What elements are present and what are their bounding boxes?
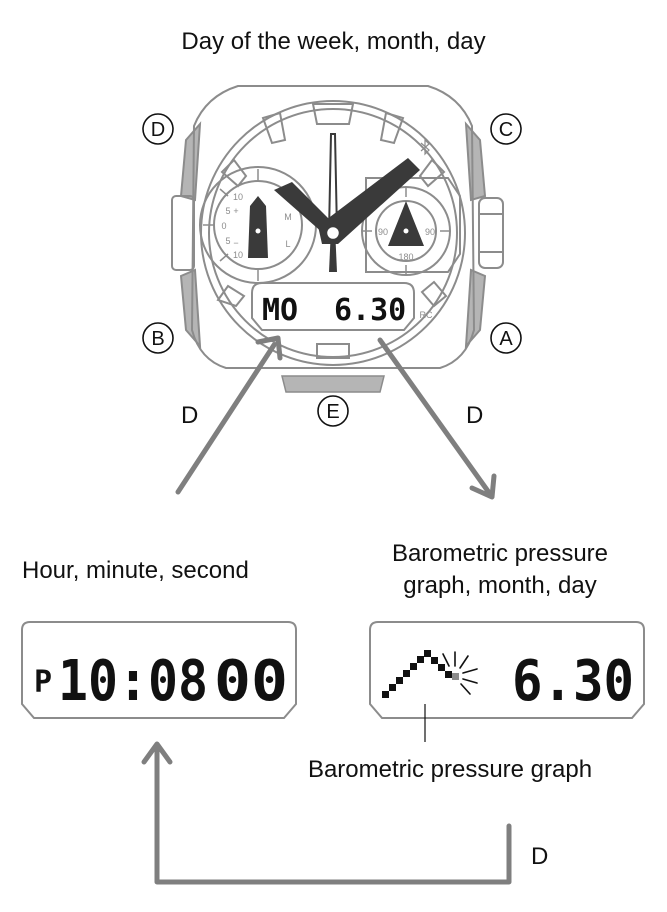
marker-1 (379, 111, 405, 145)
right-mark-90-left: 90 (378, 227, 388, 237)
watch-case (190, 85, 476, 369)
marker-4 (420, 280, 448, 308)
left-mark-5-top: 5 (225, 206, 230, 216)
right-upper-guard (464, 121, 487, 202)
pressure-graph-current-point (452, 673, 459, 680)
watch (171, 85, 504, 369)
right-subdial-hand (388, 201, 424, 246)
bluetooth-icon (420, 138, 430, 156)
left-mark-0: 0 (221, 221, 226, 231)
subdial-ticks (203, 169, 450, 281)
arrow-to-pressure (377, 337, 493, 497)
button-c-label: C (499, 119, 513, 141)
left-mark-plus: + (233, 206, 238, 216)
arrow-to-watch (175, 342, 277, 495)
button-c-circle[interactable] (490, 113, 522, 145)
mode-mark-l: L (285, 239, 290, 249)
right-mark-90-right: 90 (425, 227, 435, 237)
button-e-label: E (326, 401, 339, 423)
button-b-circle[interactable] (142, 322, 174, 354)
lcd-window (251, 282, 415, 331)
button-d-label: D (151, 119, 165, 141)
left-side-button (171, 195, 195, 271)
pressure-graph (382, 650, 452, 698)
right-screen-caption-line2: graph, month, day (403, 572, 597, 599)
button-a-label: A (499, 328, 513, 350)
flow-arrows (141, 335, 512, 885)
transition-label-right: D (466, 402, 484, 429)
hour-hand-right (318, 158, 420, 244)
watch-lcd-day: MO (262, 293, 298, 328)
left-lcd-time: 10:08 (58, 649, 208, 714)
left-lcd-pm-indicator: P (34, 665, 52, 700)
watch-lcd: MO 6.30 (262, 293, 406, 328)
button-b-label: B (151, 328, 164, 350)
blink-rays (442, 651, 478, 695)
right-screen-caption-line1: Barometric pressure (391, 540, 609, 567)
diagram-title: Day of the week, month, day (181, 28, 486, 55)
graph-label: Barometric pressure graph (307, 756, 593, 783)
marker-10 (220, 158, 248, 188)
right-lcd-screen (369, 621, 645, 719)
button-d-circle[interactable] (142, 113, 174, 145)
right-lower-guard (464, 268, 487, 349)
marker-6 (316, 343, 350, 359)
rc-mark: RC (420, 310, 433, 320)
left-mark-10-bottom: 10 (233, 250, 243, 260)
bottom-button-bar (281, 375, 385, 393)
marker-2 (418, 158, 446, 188)
left-upper-guard (179, 121, 202, 202)
marker-8 (216, 284, 246, 308)
left-screen-caption: Hour, minute, second (22, 557, 249, 584)
hand-pivot (324, 224, 342, 242)
marker-11 (261, 111, 287, 145)
watch-lcd-date: 6.30 (334, 293, 406, 328)
left-lcd-screen (21, 621, 297, 719)
hour-hand-left (274, 182, 334, 234)
right-lcd-date: 6.30 (512, 649, 634, 714)
arrow-loop-head (141, 741, 173, 765)
mode-mark-m: M (284, 212, 292, 222)
marker-12 (311, 103, 355, 125)
arrow-to-watch-head (255, 335, 283, 361)
left-lower-guard (179, 268, 202, 349)
crown (478, 197, 504, 269)
button-e-circle[interactable] (317, 395, 349, 427)
button-a-circle[interactable] (490, 322, 522, 354)
transition-label-bottom: D (531, 843, 549, 870)
left-mark-10-top: 10 (233, 192, 243, 202)
right-subdial-frame (365, 177, 461, 273)
left-mark-minus: − (233, 238, 238, 248)
left-lcd-seconds: 00 (214, 649, 288, 714)
arrow-loop (154, 745, 512, 885)
left-mark-5-bottom: 5 (225, 236, 230, 246)
arrow-to-pressure-head (469, 473, 497, 500)
transition-label-left: D (181, 402, 199, 429)
button-labels (142, 113, 522, 427)
main-hands (274, 133, 420, 272)
left-subdial-hand (248, 196, 268, 258)
right-mark-180: 180 (398, 252, 413, 262)
